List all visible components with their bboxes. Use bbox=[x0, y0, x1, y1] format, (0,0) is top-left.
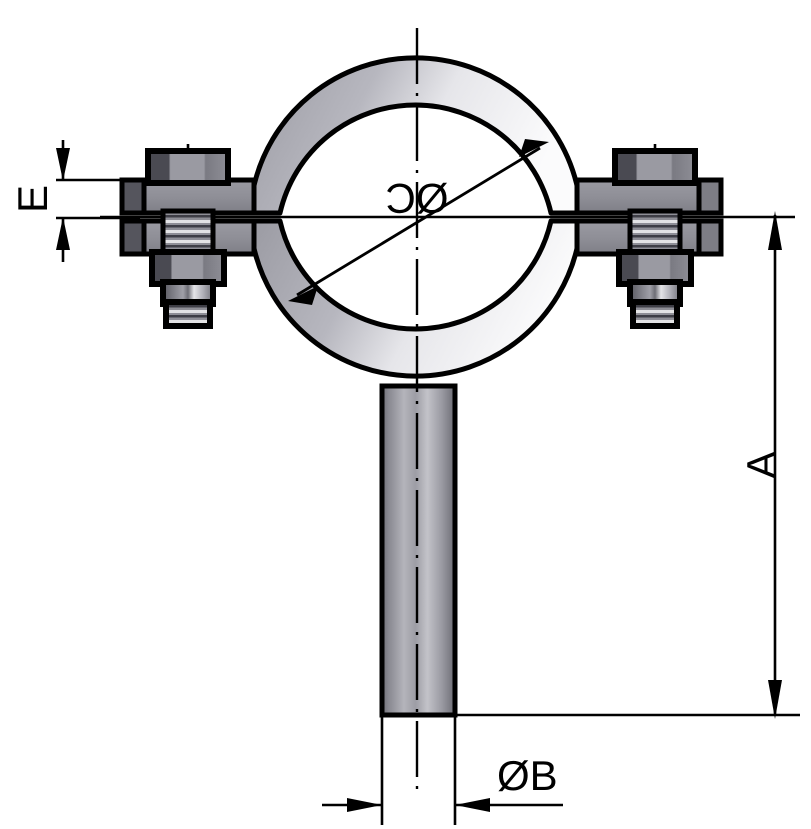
dimension-label-b: ØB bbox=[497, 752, 558, 799]
dimension-label-e: E bbox=[9, 185, 56, 213]
dimension-diameter-c: ØC bbox=[288, 139, 549, 305]
dimension-label-c: ØC bbox=[386, 175, 449, 222]
bolt-assembly-right bbox=[574, 144, 724, 329]
stem-tube bbox=[379, 383, 458, 718]
dimension-label-a: A bbox=[738, 451, 785, 479]
bolt-assembly-left bbox=[119, 144, 257, 329]
dimension-diameter-b: ØB bbox=[322, 715, 563, 825]
dimension-e: E bbox=[9, 140, 140, 262]
dimension-a: A bbox=[455, 211, 800, 719]
